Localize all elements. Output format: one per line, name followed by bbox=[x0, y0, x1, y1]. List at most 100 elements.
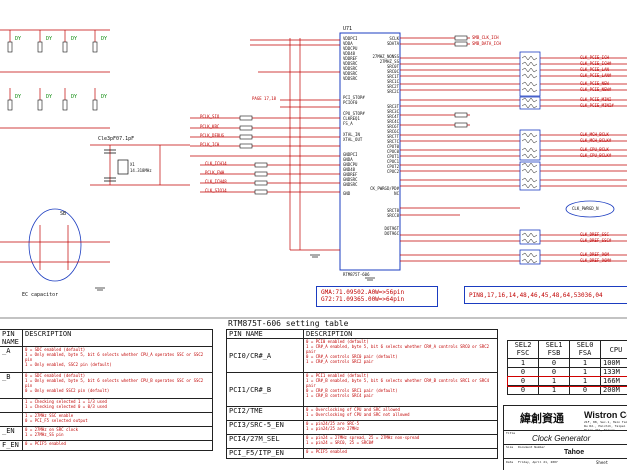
cell: 1 bbox=[508, 359, 539, 368]
left-net-5: PCLK_FWH bbox=[205, 170, 224, 175]
gma-callout: GMA:71.09502.A0W=>56pin G72:71.09365.00W… bbox=[316, 286, 438, 307]
ic-left-pins: VDDPCI VDDA VDDCPU VDD48 VDDREF VDDSRC V… bbox=[343, 36, 373, 196]
desc-cell: 0 = PCIF5 enabled bbox=[23, 441, 213, 451]
svg-text:DY: DY bbox=[71, 94, 77, 100]
pwrgd-label: CLK_PWRGD_N bbox=[572, 206, 599, 211]
header-line: FSA bbox=[572, 349, 598, 357]
table-row: _A 0 = SDC enabled (default) 1 = Only en… bbox=[0, 347, 213, 373]
table-row: PCI2/TME 0 = Overclocking of CPU and SRC… bbox=[227, 407, 498, 421]
table-row: F_EN 0 = PCIF5 enabled bbox=[0, 441, 213, 451]
crystal-cap-label: Cle3pF07.1pF bbox=[98, 136, 134, 142]
svg-text:DY: DY bbox=[46, 36, 52, 42]
right-net-17: CLK_DREF_96M# bbox=[580, 258, 611, 263]
sheet-label: Sheet bbox=[596, 460, 608, 465]
pin-cell: F_EN bbox=[0, 441, 23, 451]
right-net-15: CLK_DREF_SSC# bbox=[580, 238, 611, 243]
desc-line: 1 = Checking selected 0 = 0/3 used bbox=[25, 404, 210, 409]
desc-cell: 0 = 27MHz on SRC clock 1 = 27MHz_SS pin bbox=[23, 427, 213, 441]
cell: 0 bbox=[508, 368, 539, 377]
header-line: SEL2 bbox=[510, 341, 536, 349]
right-net-10: CLK_MCH_BCLK bbox=[580, 132, 609, 137]
ground-symbols bbox=[95, 255, 375, 290]
svg-text:DY: DY bbox=[101, 36, 107, 42]
cell: 0 bbox=[539, 368, 570, 377]
pin-cell: PCI1/CR#_B bbox=[227, 373, 304, 407]
doc-number: Tahoe bbox=[564, 449, 584, 456]
header-line: SEL1 bbox=[541, 341, 567, 349]
table-row: 1 = Checking selected 1 = 1/3 used 1 = C… bbox=[0, 399, 213, 413]
desc-cell: 0 = SDC enabled (default) 1 = Only enabl… bbox=[23, 347, 213, 373]
right-net-4: CLK_PCIE_LAN bbox=[580, 67, 609, 72]
company-name: Wistron Co bbox=[584, 410, 627, 420]
cell: 1 bbox=[570, 368, 601, 377]
pin-cell: PCI_F5/ITP_EN bbox=[227, 449, 304, 459]
main-ic-partno: RTM875T-606 bbox=[343, 272, 370, 277]
cell: 1 bbox=[570, 377, 601, 386]
cell: 1 bbox=[539, 377, 570, 386]
title-label: Title bbox=[506, 431, 515, 435]
cell: 0 bbox=[508, 386, 539, 395]
pin-label: DOT96C bbox=[370, 231, 399, 236]
pin-cell: PCI4/27M_SEL bbox=[227, 435, 304, 449]
left-net-1: PCLK_KBC bbox=[200, 124, 219, 129]
right-net-12: CLK_CPU_BCLK bbox=[580, 147, 609, 152]
desc-line: 1 = CR#_B enabled, byte 5, bit 6 selects… bbox=[306, 378, 495, 388]
desc-cell: 1 = Checking selected 1 = 1/3 used 1 = C… bbox=[23, 399, 213, 413]
header-line: FSB bbox=[541, 349, 567, 357]
desc-line: 1 = pin24/25 are 27MHz bbox=[306, 426, 495, 431]
table-header-row: PIN NAME DESCRIPTION bbox=[0, 330, 213, 347]
svg-text:DY: DY bbox=[71, 36, 77, 42]
crystal-body bbox=[118, 160, 128, 174]
rtm-table-title: RTM875T-606 setting table bbox=[228, 320, 348, 328]
left-net-4: CLK_ICH14 bbox=[205, 161, 227, 166]
date-value: Friday, April 21, 2007 bbox=[518, 460, 558, 464]
header-cell: PIN NAME bbox=[227, 330, 304, 339]
desc-cell: 0 = pin24 = 27MHz spread, 25 = 27MHz non… bbox=[304, 435, 498, 449]
desc-line: 0 = Only enabled SSC2 pin (default) bbox=[25, 388, 210, 393]
desc-line: 0 = PCIF5 enabled bbox=[25, 441, 210, 446]
cell: 100M bbox=[601, 359, 627, 368]
pin-note-callout: PIN8,17,16,14,48,46,45,48,64,53036,04 bbox=[464, 286, 627, 304]
right-net-smbclk: SMB_CLK_ICH bbox=[472, 35, 499, 40]
date-label: Date bbox=[506, 460, 513, 464]
rtm-table: PIN NAME DESCRIPTION PCI0/CR#_A 0 = PCI0… bbox=[226, 329, 498, 459]
desc-line: 1 = pin24 = SRC0, 25 = SRC0# bbox=[306, 440, 495, 445]
desc-line: 1 = CR#_B controls SRC4 pair bbox=[306, 393, 495, 398]
crystal-refdes: X1 bbox=[130, 162, 135, 167]
header-cell: DESCRIPTION bbox=[23, 330, 213, 347]
right-net-11: CLK_MCH_BCLK# bbox=[580, 138, 611, 143]
table-row: 0 0 1 133M bbox=[508, 368, 627, 377]
right-net-9: CLK_PCIE_MINI# bbox=[580, 103, 614, 108]
cell: 200M bbox=[601, 386, 627, 395]
right-net-16: CLK_DREF_96M bbox=[580, 252, 609, 257]
svg-text:DY: DY bbox=[46, 94, 52, 100]
ec-capacitor-label: EC capacitor bbox=[22, 292, 58, 298]
pin-label: GND bbox=[343, 191, 373, 196]
sb-wiring bbox=[0, 225, 110, 270]
desc-cell: 0 = PCIF5 enabled bbox=[304, 449, 498, 459]
cell: 133M bbox=[601, 368, 627, 377]
pin-cell bbox=[0, 399, 23, 413]
table-header-row: PIN NAME DESCRIPTION bbox=[227, 330, 498, 339]
cell: 0 bbox=[570, 386, 601, 395]
pin-cell: _EN bbox=[0, 427, 23, 441]
cell: 1 bbox=[570, 359, 601, 368]
smb-resistors bbox=[455, 36, 467, 127]
size-label: Size bbox=[506, 445, 513, 449]
pin-cell: PCI3/SRC-5_EN bbox=[227, 421, 304, 435]
desc-cell: 0 = SDC enabled (default) 1 = Only enabl… bbox=[23, 373, 213, 399]
right-net-smbdata: SMB_DATA_ICH bbox=[472, 41, 501, 46]
header-line: CPU bbox=[603, 346, 627, 354]
desc-cell: 0 = pin24/25 are SRC-5 1 = pin24/25 are … bbox=[304, 421, 498, 435]
header-cell: DESCRIPTION bbox=[304, 330, 498, 339]
table-row: PCI4/27M_SEL 0 = pin24 = 27MHz spread, 2… bbox=[227, 435, 498, 449]
right-net-14: CLK_DREF_SSC bbox=[580, 232, 609, 237]
header-cell: PIN NAME bbox=[0, 330, 23, 347]
cell: 1 bbox=[539, 386, 570, 395]
sb-cluster bbox=[29, 209, 81, 281]
